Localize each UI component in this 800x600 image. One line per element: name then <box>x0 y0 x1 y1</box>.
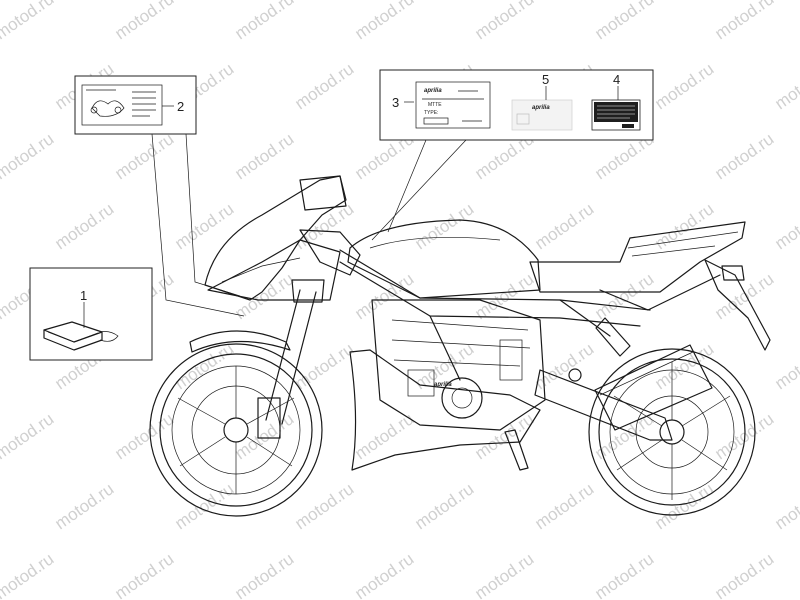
decal-3-brand: aprilia <box>424 88 442 94</box>
decal-3-line2: MTTE <box>428 102 442 108</box>
watermark-text: motod.ru <box>291 59 357 113</box>
watermark-text: motod.ru <box>351 269 417 323</box>
watermark-text: motod.ru <box>711 129 777 183</box>
rear-wheel <box>588 348 756 516</box>
watermark-text: motod.ru <box>651 59 717 113</box>
callout-5-number: 5 <box>542 72 549 87</box>
watermark-text: motod.ru <box>711 0 777 43</box>
watermark-text: motod.ru <box>51 479 117 533</box>
callout-2-number: 2 <box>177 99 184 114</box>
watermark-text: motod.ru <box>291 199 357 253</box>
callout-1-number: 1 <box>80 288 87 303</box>
watermark-text: motod.ru <box>111 549 177 600</box>
decal-3: aprilia MTTE TYPE: 3 <box>392 81 491 129</box>
watermark-text: motod.ru <box>651 199 717 253</box>
watermark-text: motod.ru <box>351 0 417 43</box>
watermark-text: motod.ru <box>591 409 657 463</box>
watermark-text: motod.ru <box>771 59 800 113</box>
front-wheel <box>149 343 323 517</box>
watermark-text: motod.ru <box>591 549 657 600</box>
watermark-text: motod.ru <box>411 199 477 253</box>
watermark-text: motod.ru <box>0 129 57 183</box>
decal-4: 4 <box>591 72 641 131</box>
watermark-text: motod.ru <box>171 479 237 533</box>
decal-5: aprilia 5 <box>511 72 573 131</box>
watermark-text: motod.ru <box>231 129 297 183</box>
decal-3-line3: TYPE: <box>424 110 438 116</box>
callout-4-number: 4 <box>613 72 620 87</box>
watermark-text: motod.ru <box>0 549 57 600</box>
watermark-text: motod.ru <box>111 409 177 463</box>
motorcycle-drawing: aprilia <box>149 175 771 517</box>
callout-3-number: 3 <box>392 95 399 110</box>
watermark-text: motod.ru <box>771 339 800 393</box>
watermark-text: motod.ru <box>711 549 777 600</box>
watermark-text: motod.ru <box>291 479 357 533</box>
watermark-text: motod.ru <box>51 199 117 253</box>
watermark-text: motod.ru <box>471 549 537 600</box>
watermark-text: motod.ru <box>591 269 657 323</box>
watermark-text: motod.ru <box>231 549 297 600</box>
decal-5-brand: aprilia <box>532 105 550 111</box>
watermark-text: motod.ru <box>531 479 597 533</box>
watermark-text: motod.ru <box>411 479 477 533</box>
watermark-text: motod.ru <box>351 549 417 600</box>
watermark-text: motod.ru <box>471 409 537 463</box>
watermark-text: motod.ru <box>171 199 237 253</box>
watermark-text: motod.ru <box>231 0 297 43</box>
watermark-text: motod.ru <box>231 409 297 463</box>
watermark-text: motod.ru <box>771 479 800 533</box>
part-2-box: 2 <box>74 75 197 135</box>
leader-lines <box>151 133 467 317</box>
watermark-text: motod.ru <box>651 479 717 533</box>
parts-3-4-5-box: aprilia MTTE TYPE: 3 aprilia 5 <box>379 69 654 141</box>
watermark-text: motod.ru <box>771 199 800 253</box>
watermark-text: motod.ru <box>0 0 57 43</box>
watermark-text: motod.ru <box>0 409 57 463</box>
watermark-text: motod.ru <box>591 0 657 43</box>
watermark-text: motod.ru <box>471 0 537 43</box>
part-1-box: 1 <box>29 267 153 361</box>
watermark-text: motod.ru <box>111 129 177 183</box>
watermark-text: motod.ru <box>531 199 597 253</box>
watermark-text: motod.ru <box>111 0 177 43</box>
engine-brand-label: aprilia <box>434 382 452 388</box>
